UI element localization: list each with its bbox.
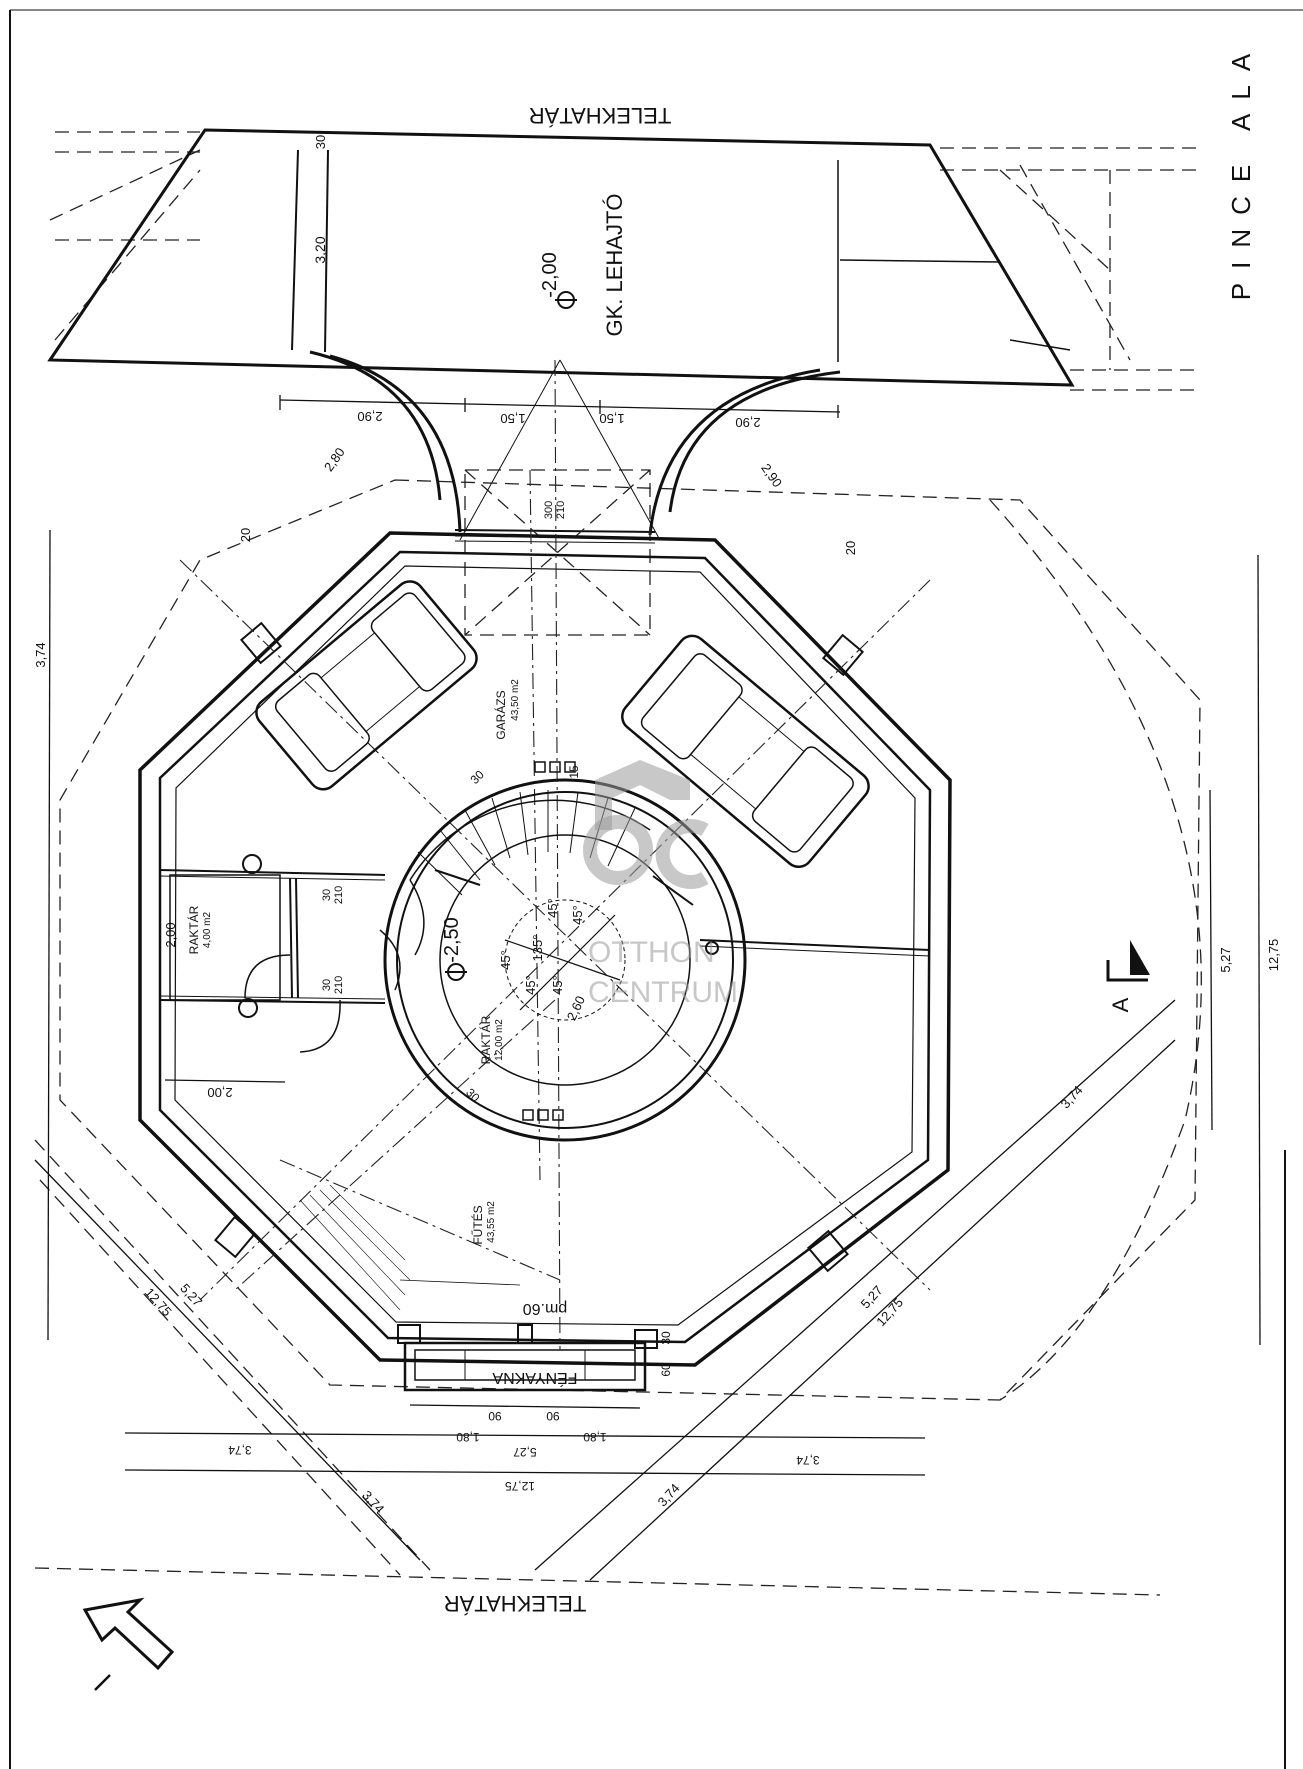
dim-30-stair-bottom: 30 (463, 1085, 483, 1105)
dim-374-bottom-right: 3,74 (796, 1453, 820, 1467)
watermark-line1: OTTHON (588, 936, 715, 969)
dim-20-right: 20 (843, 541, 858, 555)
dim-180-left: 1,80 (456, 1430, 480, 1444)
dim-150-right: 1,50 (599, 411, 624, 426)
dim-260: 2,60 (564, 993, 588, 1022)
dim-15: 15 (567, 765, 581, 779)
dim-290-diag: 2,90 (758, 461, 785, 490)
car-right (621, 634, 870, 869)
dim-30-bottom: 30 (659, 1331, 673, 1345)
dim-30-door-a: 30 (321, 889, 333, 901)
level-markers (445, 291, 577, 981)
section-mark-icon (1106, 940, 1150, 982)
raktar-left-area: 4,00 m2 (202, 911, 213, 948)
dim-527-diag: 5,27 (858, 1283, 886, 1312)
dim-45-c: 45° (498, 950, 513, 970)
axis-lines (179, 359, 931, 1351)
dim-90-left: 90 (488, 1409, 502, 1423)
pilasters (213, 621, 865, 1349)
dim-210-door-b: 210 (333, 976, 345, 994)
fenyakna-label: FÉNYAKNA (492, 1369, 577, 1388)
building-walls (138, 531, 952, 1367)
dim-210: 210 (555, 501, 567, 519)
dim-30-door-b: 30 (321, 979, 333, 991)
futes-label: FŰTÉS (470, 1205, 485, 1244)
room-partitions (159, 854, 931, 1018)
dim-300: 300 (543, 501, 555, 519)
dim-1275-diag-left: 12,75 (142, 1285, 175, 1319)
dim-30-top: 30 (313, 135, 328, 149)
watermark-line2: CENTRUM (588, 976, 738, 1009)
center-level: -2,50 (441, 917, 463, 963)
dim-280-left: 2,80 (321, 445, 348, 474)
raktar-center-label: RAKTÁR (478, 1015, 493, 1064)
raktar-left-label: RAKTÁR (186, 905, 201, 954)
dim-60: 60 (659, 1363, 673, 1377)
garazs-area: 43,50 m2 (510, 679, 521, 721)
watermark: OTTHON CENTRUM (583, 760, 738, 1009)
dim-30-stair-top: 30 (467, 767, 487, 787)
pm-label: pm.60 (523, 1300, 568, 1317)
dim-527-diag-left: 5,27 (177, 1281, 205, 1310)
outer-dashed-arc (989, 499, 1202, 1401)
dim-45-b: 45° (570, 905, 585, 925)
futes-area: 43,55 m2 (486, 1201, 497, 1243)
lehajto-label: GK. LEHAJTÓ (602, 193, 627, 336)
dim-527-bottom: 5,27 (513, 1445, 537, 1459)
dim-45-a: 45° (545, 898, 560, 918)
dim-1275-right: 12,75 (1266, 939, 1281, 972)
light-shaft (403, 1341, 647, 1392)
dim-150-left: 1,50 (500, 411, 525, 426)
dim-374-bottom-left: 3,74 (228, 1443, 252, 1457)
dim-200-left: 2,00 (163, 922, 178, 947)
telekhatar-bottom-label: TELEKHATÁR (444, 1591, 587, 1616)
spiral-stair (383, 761, 747, 1142)
dim-1275-bottom: 12,75 (505, 1479, 535, 1493)
dim-527-right: 5,27 (1218, 947, 1233, 972)
car-left (255, 580, 478, 791)
pince-label: PINCE ALA (1226, 40, 1256, 300)
dim-320: 3,20 (312, 236, 328, 263)
telekhatar-top-label: TELEKHATÁR (529, 103, 672, 128)
dim-374-diag-left-bottom: 3,74 (359, 1488, 387, 1517)
dim-20-left: 20 (238, 528, 253, 542)
dim-45-e: 45° (550, 975, 565, 995)
dim-290-left: 2,90 (357, 409, 382, 424)
dim-290-right: 2,90 (735, 415, 760, 430)
dim-135: 135° (530, 935, 545, 962)
entrance-walls (309, 350, 841, 544)
entrance-lintel (459, 359, 661, 636)
dim-374-diag-bottom: 3,74 (655, 1481, 683, 1510)
dim-200-bottom: 2,00 (207, 1085, 232, 1100)
section-a-label: A (1108, 997, 1133, 1012)
dim-374-diag-right: 3,74 (1058, 1083, 1086, 1112)
lehajto-level: -2,00 (539, 252, 561, 298)
dimension-lines (34, 395, 1261, 1581)
outer-dashed-octagon (59, 479, 1201, 1401)
dim-210-door-a: 210 (333, 886, 345, 904)
raktar-center-area: 12,00 m2 (494, 1019, 505, 1061)
door-swings (244, 879, 425, 1053)
dim-45-d: 45° (523, 975, 538, 995)
property-boundary (34, 131, 1200, 1596)
dim-374-left: 3,74 (33, 642, 48, 667)
dim-180-right: 1,80 (583, 1430, 607, 1444)
ramp (47, 128, 1075, 387)
north-arrow-icon (82, 1597, 175, 1691)
dim-90-right: 90 (546, 1409, 560, 1423)
garazs-label: GARÁZS (493, 690, 508, 739)
hatch-area (299, 1184, 521, 1311)
